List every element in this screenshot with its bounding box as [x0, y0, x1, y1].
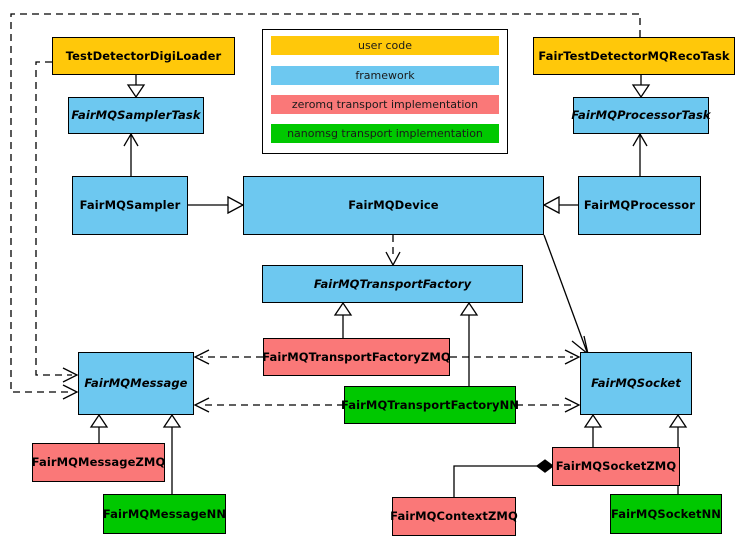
class-node-fairmqmessagenn[interactable]: FairMQMessageNN	[103, 494, 226, 534]
class-node-fairmqmessagezmq[interactable]: FairMQMessageZMQ	[32, 443, 165, 482]
edge-fairmqdevice-to-fairmqsocket	[543, 234, 590, 356]
class-node-label: FairMQSampler	[79, 198, 181, 213]
class-node-fairmqsocket[interactable]: FairMQSocket	[580, 352, 692, 415]
class-node-label: FairMQMessage	[84, 376, 188, 391]
class-node-fairmqtransportfactorynn[interactable]: FairMQTransportFactoryNN	[340, 386, 520, 424]
arrowhead-open-dep-message-lower	[62, 384, 79, 400]
edge-fairmqprocessor-to-fairmqprocessortask	[632, 132, 648, 176]
class-node-label: FairMQTransportFactory	[313, 276, 472, 291]
arrowhead-triangle-socket-left	[583, 413, 603, 428]
class-node-label: FairMQContextZMQ	[390, 509, 518, 524]
legend-item-user-code: user code	[271, 36, 499, 55]
arrowhead-triangle-message-right	[162, 413, 182, 428]
class-node-label: FairMQSocket	[591, 376, 681, 391]
legend-item-label: zeromq transport implementation	[291, 98, 479, 111]
arrowhead-open-dep-message-upper	[62, 367, 79, 383]
class-node-fairmqsamplertask[interactable]: FairMQSamplerTask	[68, 97, 204, 134]
edge-fairmqsampler-to-fairmqsamplertask	[123, 132, 139, 176]
class-node-label: FairMQMessageNN	[102, 506, 227, 521]
arrowhead-open-dep-message-right-lower	[193, 397, 210, 413]
class-node-label: FairMQTransportFactoryZMQ	[262, 349, 451, 364]
class-node-fairmqsocketzmq[interactable]: FairMQSocketZMQ	[552, 447, 680, 486]
arrowhead-triangle-transportfactory-left	[333, 301, 353, 316]
arrowhead-triangle-transportfactory-right	[459, 301, 479, 316]
arrowhead-open-dep-message-right-upper	[193, 349, 210, 365]
class-node-fairmqdevice[interactable]: FairMQDevice	[243, 176, 544, 235]
class-node-label: FairMQTransportFactoryNN	[340, 397, 520, 412]
class-node-fairmqsampler[interactable]: FairMQSampler	[72, 176, 188, 235]
edge-testdetectordigiloader-to-fairmqmessage	[35, 61, 72, 376]
class-node-fairmqtransportfactoryzmq[interactable]: FairMQTransportFactoryZMQ	[262, 338, 451, 376]
class-node-label: FairMQDevice	[348, 198, 439, 213]
arrowhead-open-dep-socket-lower	[564, 397, 581, 413]
class-node-fairmqsocketnn[interactable]: FairMQSocketNN	[610, 494, 722, 534]
arrowhead-triangle-message-left	[89, 413, 109, 428]
arrowhead-triangle-device-left	[227, 195, 245, 215]
class-node-fairmqtransportfactory[interactable]: FairMQTransportFactory	[262, 265, 523, 303]
class-node-label: TestDetectorDigiLoader	[65, 48, 222, 63]
class-node-label: FairMQSocketZMQ	[555, 459, 677, 474]
arrowhead-triangle-samplertask	[126, 84, 146, 99]
class-node-label: FairMQProcessorTask	[571, 108, 711, 123]
legend-item-label: nanomsg transport implementation	[287, 127, 483, 140]
class-node-label: FairTestDetectorMQRecoTask	[538, 48, 730, 63]
legend-item-zeromq: zeromq transport implementation	[271, 95, 499, 114]
legend-item-label: framework	[355, 69, 415, 82]
legend-item-nanomsg: nanomsg transport implementation	[271, 124, 499, 143]
class-node-label: FairMQSocketNN	[610, 506, 722, 521]
arrowhead-open-dep-socket-upper	[564, 349, 581, 365]
diamond-composition-socketzmq	[535, 459, 555, 473]
arrowhead-triangle-processortask	[631, 84, 651, 99]
class-node-testdetectordigiloader[interactable]: TestDetectorDigiLoader	[52, 37, 235, 75]
edge-fairmqcontextzmq-to-fairmqsocketzmq	[453, 465, 537, 497]
legend-item-label: user code	[357, 39, 413, 52]
legend-item-framework: framework	[271, 66, 499, 85]
class-node-label: FairMQSamplerTask	[71, 108, 201, 123]
arrowhead-triangle-device-right	[542, 195, 560, 215]
class-node-fairmqprocessor[interactable]: FairMQProcessor	[578, 176, 701, 235]
class-node-fairmqprocessortask[interactable]: FairMQProcessorTask	[571, 97, 711, 134]
class-node-fairmqcontextzmq[interactable]: FairMQContextZMQ	[390, 497, 518, 536]
arrowhead-open-dep-transportfactory	[385, 251, 401, 267]
arrowhead-triangle-socket-right	[668, 413, 688, 428]
class-node-fairtestdetectormqrecotask[interactable]: FairTestDetectorMQRecoTask	[533, 37, 735, 75]
class-node-label: FairMQProcessor	[583, 198, 696, 213]
class-node-label: FairMQMessageZMQ	[31, 455, 166, 470]
class-node-fairmqmessage[interactable]: FairMQMessage	[78, 352, 194, 415]
